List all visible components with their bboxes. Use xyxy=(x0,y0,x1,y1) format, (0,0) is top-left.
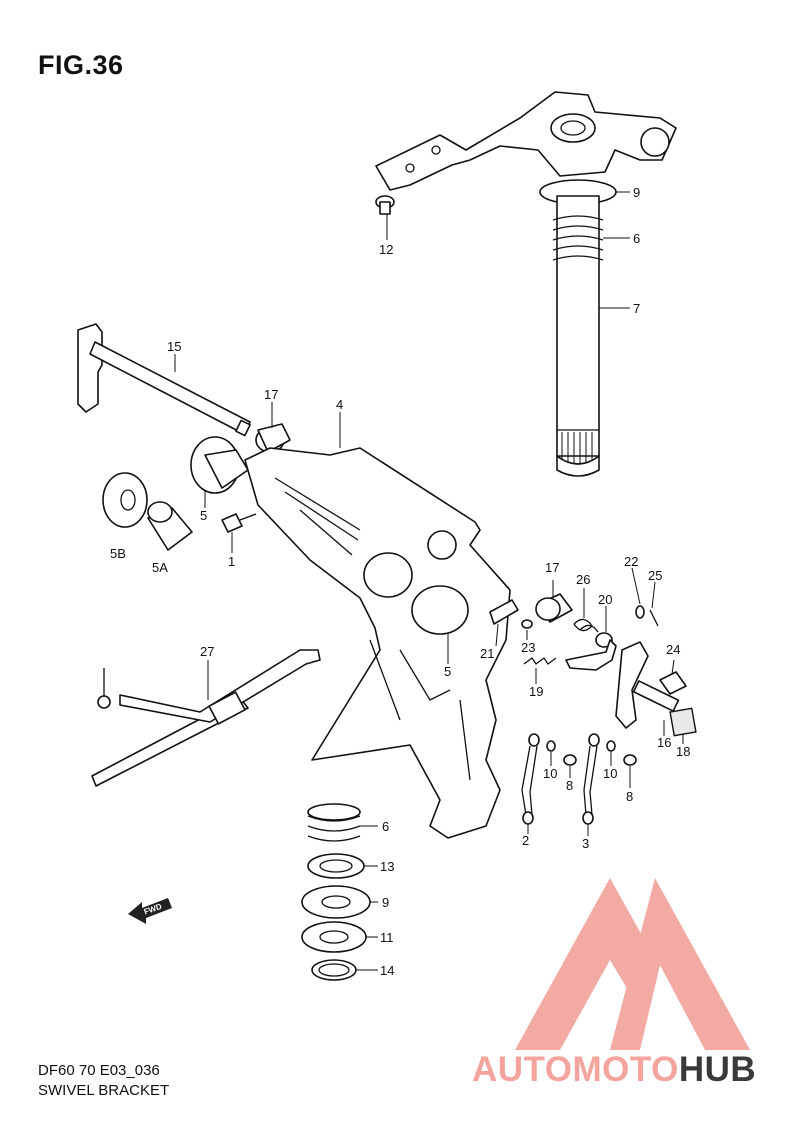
callout-label: 23 xyxy=(521,640,535,655)
spring-6-lower-part xyxy=(307,803,361,842)
fwd-arrow-icon: FWD xyxy=(128,898,172,924)
bolt-12-part xyxy=(375,195,395,215)
bushing-17-right-part xyxy=(535,593,573,623)
callout-label: 17 xyxy=(264,387,278,402)
callout-label: 6 xyxy=(382,819,389,834)
callout-label: 15 xyxy=(167,339,181,354)
callout-label: 16 xyxy=(657,735,671,750)
callout-label: 12 xyxy=(379,242,393,257)
swivel-bracket-body-part xyxy=(244,447,511,839)
bushing-17-upper-part xyxy=(255,423,291,453)
steering-shaft-part xyxy=(539,179,617,477)
callout-label: 18 xyxy=(676,744,690,759)
watermark-text-part2: HUB xyxy=(678,1050,757,1089)
callout-label: 11 xyxy=(380,930,394,945)
callout-label: 7 xyxy=(633,301,640,316)
nut-24-part xyxy=(659,671,687,695)
pin-22-25-part xyxy=(635,605,659,627)
callout-label: 27 xyxy=(200,644,214,659)
callout-label: 9 xyxy=(633,185,640,200)
washer-5b-part xyxy=(102,472,148,528)
lever-part xyxy=(565,639,617,671)
callout-label: 24 xyxy=(666,642,680,657)
watermark-text-part1: AUTOMOTO xyxy=(472,1050,679,1089)
spring-26-part xyxy=(573,618,599,633)
tilt-tube-part xyxy=(77,323,251,437)
callout-label: 1 xyxy=(228,554,235,569)
callout-label: 20 xyxy=(598,592,612,607)
callout-label: 8 xyxy=(566,778,573,793)
callout-label: 5B xyxy=(110,546,126,561)
bushing-5-left-part xyxy=(190,436,249,494)
callout-label: 5 xyxy=(200,508,207,523)
figure-name: SWIVEL BRACKET xyxy=(38,1082,170,1099)
callout-label: 10 xyxy=(543,766,557,781)
washer-9-lower-part xyxy=(301,885,371,919)
callout-label: 17 xyxy=(545,560,559,575)
screw-23-part xyxy=(521,619,533,629)
callout-label: 3 xyxy=(582,836,589,851)
callout-label: 22 xyxy=(624,554,638,569)
steering-link-27-part xyxy=(91,649,321,787)
callout-label: 25 xyxy=(648,568,662,583)
ground-wire-3-part xyxy=(582,733,600,825)
callout-label: 21 xyxy=(480,646,494,661)
callout-label: 5A xyxy=(152,560,168,575)
lock-arm-part xyxy=(615,641,697,737)
callout-label: 6 xyxy=(633,231,640,246)
callout-label: 10 xyxy=(603,766,617,781)
figure-code: DF60 70 E03_036 xyxy=(38,1062,160,1079)
callout-label: 14 xyxy=(380,963,394,978)
bushing-5a-part xyxy=(147,501,193,551)
callout-label: 5 xyxy=(444,664,451,679)
watermark-text: AUTOMOTOHUB xyxy=(472,1050,756,1090)
callout-label: 2 xyxy=(522,833,529,848)
watermark-logo xyxy=(515,878,750,1050)
washer-13-part xyxy=(307,853,365,879)
ground-wire-2-part xyxy=(521,733,540,825)
callout-label: 13 xyxy=(380,859,394,874)
figure-title: FIG.36 xyxy=(38,50,124,80)
callout-label: 8 xyxy=(626,789,633,804)
bracket-21-part xyxy=(489,599,519,625)
snap-ring-14-part xyxy=(311,959,357,981)
callout-label: 19 xyxy=(529,684,543,699)
bolts-8-part xyxy=(563,754,637,766)
washer-11-part xyxy=(301,921,367,953)
callout-label: 9 xyxy=(382,895,389,910)
callout-label: 26 xyxy=(576,572,590,587)
callout-label: 4 xyxy=(336,397,343,412)
steering-bracket-part xyxy=(375,91,677,191)
leader-lines xyxy=(174,191,684,971)
grease-nipple-part xyxy=(221,513,257,533)
spring-19-part xyxy=(523,657,557,665)
washers-10-part xyxy=(546,740,616,752)
callout-labels: 9 6 7 12 15 17 4 5 5B 5A 1 17 26 20 22 2… xyxy=(110,185,690,978)
